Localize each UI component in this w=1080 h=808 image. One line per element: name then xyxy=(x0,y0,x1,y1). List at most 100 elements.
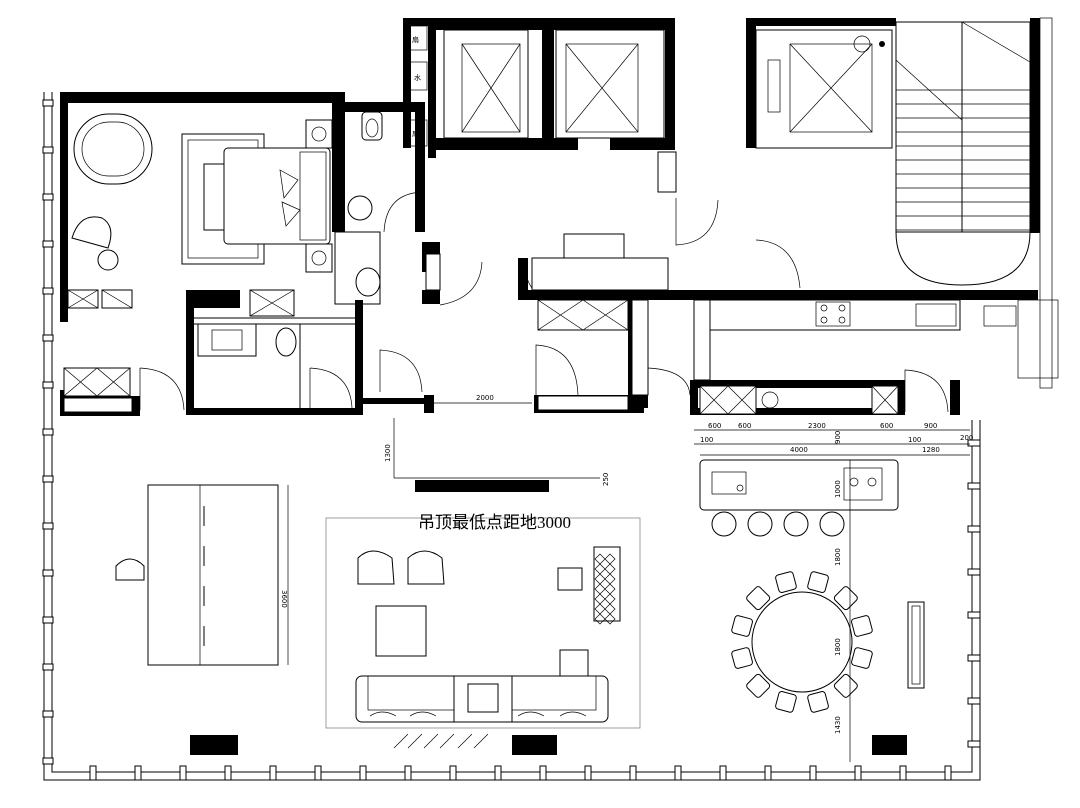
dining-chair xyxy=(851,647,873,669)
dining-chair xyxy=(746,673,771,698)
mullion xyxy=(42,710,54,718)
dim-600c: 600 xyxy=(880,422,893,430)
mullion xyxy=(42,193,54,201)
dim-1280: 1280 xyxy=(922,446,940,454)
dim-100b: 100 xyxy=(908,436,921,444)
mullion xyxy=(42,240,54,248)
mullion xyxy=(42,146,54,154)
dim-200: 200 xyxy=(960,434,973,442)
mullion xyxy=(42,757,54,765)
mullion xyxy=(42,569,54,577)
tufted-diamond xyxy=(604,613,616,625)
staircase xyxy=(895,17,1059,389)
mullion xyxy=(42,287,54,295)
ceiling-height-note: 吊顶最低点距地3000 xyxy=(418,513,571,532)
elevator-left xyxy=(443,29,529,139)
dining-chair xyxy=(851,615,873,637)
mullion xyxy=(89,765,97,781)
column-markers xyxy=(190,480,907,755)
mullion xyxy=(404,765,412,781)
mullion xyxy=(179,765,187,781)
dining-chair xyxy=(731,615,753,637)
dining-chair xyxy=(731,647,753,669)
mullion xyxy=(42,428,54,436)
mullion xyxy=(359,765,367,781)
dim-1300: 1300 xyxy=(384,444,392,462)
mullion xyxy=(314,765,322,781)
tufted-diamond xyxy=(594,613,606,625)
mullion xyxy=(854,765,862,781)
dining-chair xyxy=(775,691,797,713)
mullion xyxy=(967,439,981,447)
dim-900a: 900 xyxy=(834,431,842,444)
mullion xyxy=(809,765,817,781)
desk-area: 3600 xyxy=(115,484,289,666)
dim-600b: 600 xyxy=(738,422,751,430)
dim-1800a: 1800 xyxy=(834,548,842,566)
shaft-label-2: 水 xyxy=(414,73,421,82)
mullion xyxy=(764,765,772,781)
dim-1430: 1430 xyxy=(834,716,842,734)
doors xyxy=(139,191,949,413)
mullion xyxy=(899,765,907,781)
dim-600a: 600 xyxy=(708,422,721,430)
shaft-label-1: 扇 xyxy=(412,35,419,44)
bar-stool xyxy=(747,511,773,537)
dining-chair xyxy=(833,586,858,611)
mullion xyxy=(42,522,54,530)
bar-stool xyxy=(783,511,809,537)
dim-corridor: 2000 xyxy=(476,394,494,402)
mullion xyxy=(42,334,54,342)
dim-250: 250 xyxy=(602,473,610,486)
dining-chair xyxy=(746,586,771,611)
mullion xyxy=(42,99,54,107)
mullion xyxy=(967,525,981,533)
elevator-service xyxy=(755,29,893,149)
mullion xyxy=(42,475,54,483)
dining-chair xyxy=(807,571,829,593)
mullion xyxy=(967,611,981,619)
mullion xyxy=(134,765,142,781)
shaft-label-3: 扇 xyxy=(412,129,419,138)
dining-chair xyxy=(775,571,797,593)
mullion xyxy=(42,616,54,624)
mullion xyxy=(494,765,502,781)
walls xyxy=(60,18,1040,416)
dimension-lines: 2000 1300 250 100 600 600 2300 900 600 1… xyxy=(384,394,973,762)
mullion xyxy=(539,765,547,781)
dining-chair xyxy=(807,691,829,713)
mullion xyxy=(449,765,457,781)
mullion xyxy=(42,381,54,389)
dim-100a: 100 xyxy=(700,436,713,444)
mullion xyxy=(629,765,637,781)
mullion xyxy=(224,765,232,781)
dim-1000: 1000 xyxy=(834,480,842,498)
mullion xyxy=(42,663,54,671)
mullion xyxy=(944,765,952,781)
cabinets xyxy=(63,151,1017,415)
mullion xyxy=(967,568,981,576)
bar-stool xyxy=(711,511,737,537)
living-area xyxy=(325,517,641,749)
bedroom xyxy=(67,113,333,309)
dim-desk-length: 3600 xyxy=(280,590,288,608)
mullion xyxy=(967,482,981,490)
mullion xyxy=(674,765,682,781)
mullion xyxy=(719,765,727,781)
mullion xyxy=(967,697,981,705)
mullion xyxy=(584,765,592,781)
bathrooms xyxy=(194,111,383,408)
dim-2300: 2300 xyxy=(808,422,826,430)
dim-900b: 900 xyxy=(924,422,937,430)
dining-table xyxy=(731,571,925,713)
mullion xyxy=(967,654,981,662)
dining-chair xyxy=(833,673,858,698)
mullion xyxy=(967,740,981,748)
elevator-right xyxy=(555,29,665,139)
exterior-facade xyxy=(42,92,981,781)
bar-stool xyxy=(819,511,845,537)
mullion xyxy=(269,765,277,781)
shaft-labels: 扇 水 扇 xyxy=(408,25,428,147)
kitchen-island xyxy=(699,459,899,537)
